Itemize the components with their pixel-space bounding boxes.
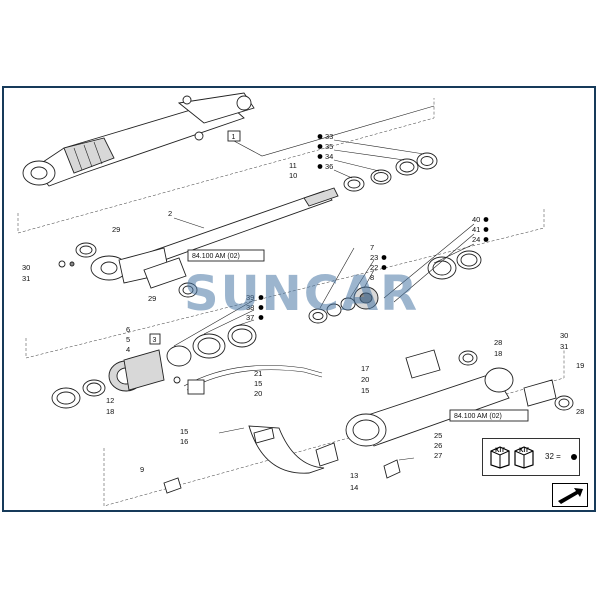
kit-legend: KIT KIT 32 =: [482, 438, 580, 476]
kit-label-2: KIT: [519, 448, 529, 454]
piston-seal-set: [308, 247, 379, 324]
part-number-22: 22: [370, 263, 378, 272]
panel-outline-middle: [25, 208, 545, 359]
part-number-2: 2: [168, 209, 172, 218]
kit-part-number: 32 =: [545, 452, 561, 461]
part-number-16: 16: [180, 437, 188, 446]
part-number-18-right: 18: [494, 349, 502, 358]
kit-icon: [490, 446, 510, 469]
part-number-25: 25: [434, 431, 442, 440]
kit-marker-dots: [258, 134, 489, 320]
part-number-40: 40: [472, 215, 480, 224]
part-number-26: 26: [434, 441, 442, 450]
part-number-39: 39: [246, 293, 254, 302]
part-number-27: 27: [434, 451, 442, 460]
part-number-12: 12: [106, 396, 114, 405]
kit-icon: [514, 446, 534, 469]
part-number-34: 34: [325, 152, 333, 161]
cylinder-barrel: [345, 349, 574, 447]
top-seal-set: [333, 139, 438, 192]
part-number-36: 36: [325, 162, 333, 171]
part-number-33: 33: [325, 132, 333, 141]
part-number-28-top: 28: [494, 338, 502, 347]
callout-box-3: [149, 333, 161, 345]
callout-box-1-label: 1: [232, 134, 236, 141]
pipe-clamp: [163, 425, 415, 494]
navigation-arrow-icon[interactable]: [552, 483, 588, 507]
part-number-30-left: 30: [22, 263, 30, 272]
piston-rod: [90, 187, 339, 284]
part-number-30-right: 30: [560, 331, 568, 340]
reference-box-right[interactable]: [449, 409, 529, 422]
part-number-6: 6: [126, 325, 130, 334]
callout-box-3-label: 3: [153, 337, 157, 344]
part-number-18-left: 18: [106, 407, 114, 416]
panel-outline-bottom: [103, 348, 565, 507]
part-number-29-lower: 29: [148, 294, 156, 303]
part-number-19: 19: [576, 361, 584, 370]
part-number-17: 17: [361, 364, 369, 373]
part-number-14: 14: [350, 483, 358, 492]
part-number-11: 11: [289, 161, 297, 170]
grease-fitting: [58, 260, 66, 268]
part-number-21: 21: [254, 369, 262, 378]
part-number-9: 9: [140, 465, 144, 474]
part-number-20-mid: 20: [254, 389, 262, 398]
part-number-15-bottom: 15: [180, 427, 188, 436]
part-number-35: 35: [325, 142, 333, 151]
part-number-24: 24: [472, 235, 480, 244]
pipe-flange: [187, 379, 205, 395]
cylinder-assembly: [22, 92, 255, 187]
part-number-37: 37: [246, 313, 254, 322]
part-number-15-right: 15: [361, 386, 369, 395]
seal-set-40-41-24: [383, 223, 482, 303]
part-number-41: 41: [472, 225, 480, 234]
exploded-parts-diagram: 1: [17, 92, 584, 507]
reference-box-left[interactable]: [187, 249, 265, 262]
part-number-29-top: 29: [112, 225, 120, 234]
part-number-13: 13: [350, 471, 358, 480]
kit-dot-marker: [571, 454, 577, 460]
part-number-5: 5: [126, 335, 130, 344]
reference-right-label: 84.100 AM (02): [454, 413, 502, 420]
hydraulic-pipe: [183, 365, 323, 387]
part-number-7: 7: [370, 243, 374, 252]
panel-outline-top: [17, 98, 435, 234]
part-number-8: 8: [370, 273, 374, 282]
part-number-15-mid: 15: [254, 379, 262, 388]
part-number-31-left: 31: [22, 274, 30, 283]
part-number-4: 4: [126, 345, 130, 354]
part-number-23: 23: [370, 253, 378, 262]
diagram-frame: 1: [2, 86, 596, 512]
part-number-31-right: 31: [560, 342, 568, 351]
reference-left-label: 84.100 AM (02): [192, 253, 240, 260]
part-number-38: 38: [246, 303, 254, 312]
bushing-left: [143, 257, 187, 289]
part-number-28-bottom: 28: [576, 407, 584, 416]
kit-label-1: KIT: [495, 448, 505, 454]
part-number-10: 10: [289, 171, 297, 180]
part-number-20-right: 20: [361, 375, 369, 384]
gland-assembly: [51, 299, 257, 409]
